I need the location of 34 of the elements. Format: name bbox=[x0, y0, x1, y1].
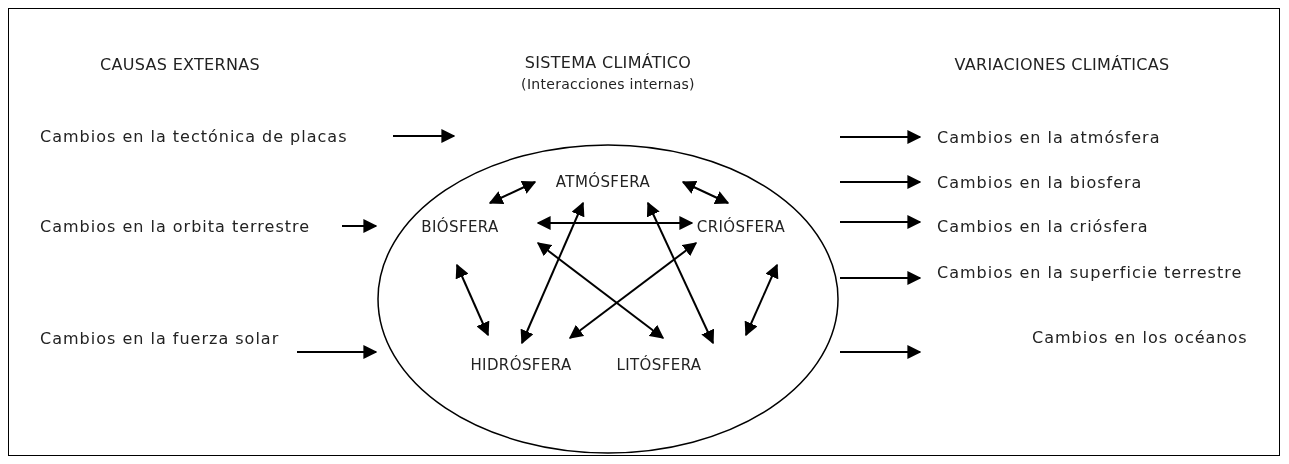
column-heading: VARIACIONES CLIMÁTICAS bbox=[954, 54, 1170, 74]
arrow bbox=[839, 175, 922, 189]
arrow bbox=[296, 345, 378, 359]
arrow bbox=[455, 263, 490, 337]
text-label: Cambios en la superficie terrestre bbox=[920, 262, 1275, 282]
text-label: Cambios en la biosfera bbox=[920, 172, 1275, 192]
text-label: Cambios en la atmósfera bbox=[920, 127, 1275, 147]
arrow bbox=[744, 263, 779, 337]
text-label: Cambios en la orbita terrestre bbox=[40, 216, 342, 236]
arrow bbox=[488, 181, 537, 204]
text-label: Cambios en la criósfera bbox=[920, 216, 1275, 236]
arrow bbox=[341, 219, 378, 233]
arrow bbox=[839, 271, 922, 285]
ellipse-heading: (Interacciones internas) bbox=[521, 76, 695, 92]
component-label: HIDRÓSFERA bbox=[470, 356, 572, 374]
component-label: ATMÓSFERA bbox=[555, 173, 651, 191]
column-heading: CAUSAS EXTERNAS bbox=[100, 54, 260, 74]
arrow bbox=[520, 201, 585, 345]
arrow bbox=[536, 216, 694, 230]
component-label: BIÓSFERA bbox=[421, 218, 499, 236]
arrow bbox=[839, 345, 922, 359]
arrow bbox=[839, 215, 922, 229]
text-label: Cambios en la tectónica de placas bbox=[40, 126, 393, 146]
text-label: Cambios en los océanos bbox=[920, 332, 1275, 362]
text-label: Cambios en la fuerza solar bbox=[40, 330, 297, 356]
arrow bbox=[536, 242, 665, 339]
arrow bbox=[681, 181, 730, 204]
arrow bbox=[646, 201, 715, 345]
arrow bbox=[392, 129, 456, 143]
arrow bbox=[839, 130, 922, 144]
ellipse-heading: SISTEMA CLIMÁTICO bbox=[524, 52, 692, 72]
component-label: LITÓSFERA bbox=[616, 356, 702, 374]
component-label: CRIÓSFERA bbox=[696, 218, 786, 236]
arrow bbox=[568, 242, 698, 339]
